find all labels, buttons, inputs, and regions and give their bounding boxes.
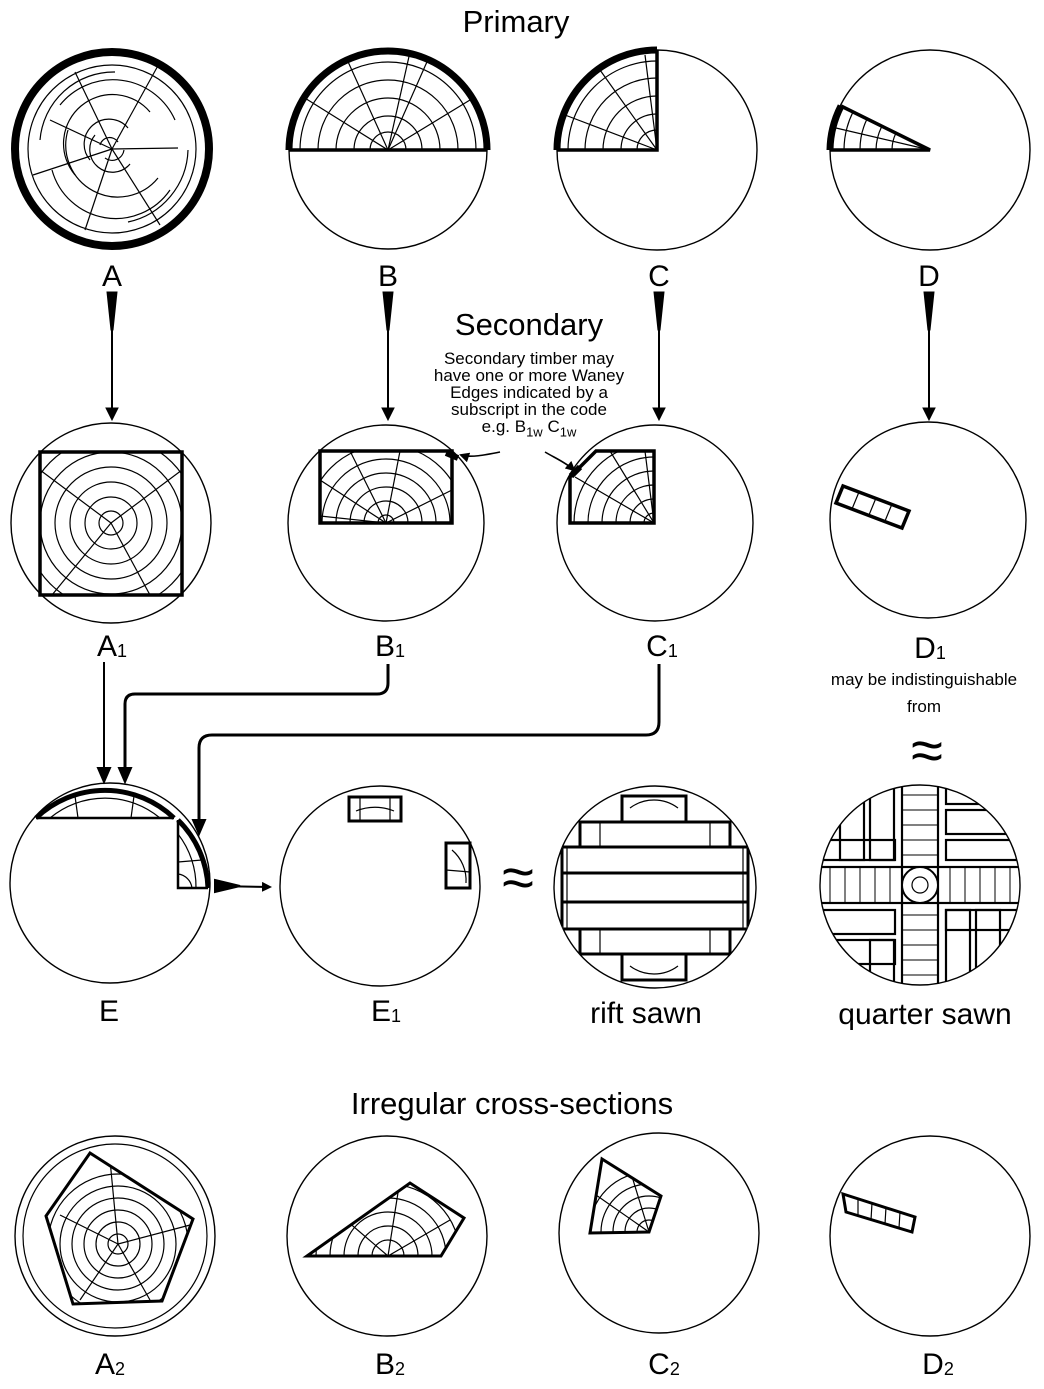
label-B1-letter: B xyxy=(374,630,395,663)
label-C2-letter: C xyxy=(648,1348,670,1381)
heading-irregular: Irregular cross-sections xyxy=(350,1086,674,1121)
note-line-2: have one or more Waney xyxy=(433,366,625,385)
label-A: A xyxy=(101,260,123,293)
label-A1: A1 xyxy=(97,632,127,662)
heading-primary: Primary xyxy=(462,4,570,39)
tertiary-log-E1 xyxy=(279,785,481,987)
label-B1: B1 xyxy=(375,632,405,662)
label-B2: B2 xyxy=(375,1350,405,1380)
primary-log-C xyxy=(553,46,758,251)
irregular-log-A2 xyxy=(14,1135,216,1337)
label-D: D xyxy=(918,260,940,293)
tertiary-log-E xyxy=(9,782,211,984)
irregular-log-C2 xyxy=(558,1132,760,1334)
label-C2-sub: 2 xyxy=(669,1359,680,1379)
label-C1-sub: 1 xyxy=(667,641,678,661)
label-B2-sub: 2 xyxy=(395,1359,406,1379)
quarter-sawn-diagram xyxy=(819,784,1021,986)
label-E1-letter: E xyxy=(370,995,391,1028)
label-B1-sub: 1 xyxy=(395,641,406,661)
label-D1-letter: D xyxy=(914,632,936,665)
note-eg: e.g. xyxy=(481,417,510,436)
label-D1-sub: 1 xyxy=(935,643,946,663)
note-example: e.g. B1w C1w xyxy=(434,418,624,440)
arrows-secondary-to-tertiary xyxy=(96,662,661,894)
secondary-log-A1 xyxy=(10,422,212,624)
irregular-log-B2 xyxy=(286,1135,488,1337)
label-A1-letter: A xyxy=(96,630,117,663)
label-E: E xyxy=(98,995,120,1028)
label-D1: D1 xyxy=(914,634,946,664)
label-A1-sub: 1 xyxy=(117,641,128,661)
label-C1: C1 xyxy=(646,632,678,662)
label-quarter-sawn: quarter sawn xyxy=(838,998,1012,1031)
primary-log-A xyxy=(11,48,213,250)
note-code-c-sub: 1w xyxy=(559,424,577,440)
label-E1-sub: 1 xyxy=(391,1006,402,1026)
irregular-log-D2 xyxy=(829,1135,1031,1337)
label-C: C xyxy=(648,260,670,293)
note-line-3: Edges indicated by a xyxy=(450,383,608,402)
label-D2-letter: D xyxy=(922,1348,944,1381)
label-A2-sub: 2 xyxy=(115,1359,126,1379)
label-C2: C2 xyxy=(648,1350,680,1380)
waney-edge-note: Secondary timber may have one or more Wa… xyxy=(434,350,624,440)
primary-log-B xyxy=(285,47,491,250)
note-code-b-sub: 1w xyxy=(526,424,543,440)
note-code-c: C xyxy=(547,417,560,436)
label-rift-sawn: rift sawn xyxy=(590,997,702,1030)
label-D2-sub: 2 xyxy=(943,1359,954,1379)
heading-secondary: Secondary xyxy=(454,307,604,342)
label-E1: E1 xyxy=(371,997,401,1027)
rift-sawn-diagram xyxy=(553,785,757,989)
d1-note-line-1: may be indistinguishable xyxy=(830,670,1018,689)
note-code-b: B xyxy=(514,417,527,436)
label-B: B xyxy=(377,260,399,293)
note-line-1: Secondary timber may xyxy=(443,349,615,368)
primary-log-D xyxy=(826,49,1031,251)
secondary-log-C1 xyxy=(556,424,754,622)
note-line-4: subscript in the code xyxy=(451,400,607,419)
secondary-log-B1 xyxy=(287,424,485,622)
label-C1-letter: C xyxy=(646,630,668,663)
d1-note-line-2: from xyxy=(907,697,941,716)
arrows-primary-to-secondary xyxy=(105,291,936,422)
label-A2-letter: A xyxy=(94,1348,115,1381)
label-B2-letter: B xyxy=(374,1348,395,1381)
waney-edge-callout-arrows xyxy=(459,451,576,472)
approx-symbol-rift: ≈ xyxy=(502,845,534,910)
secondary-log-D1 xyxy=(829,421,1027,619)
label-D2: D2 xyxy=(922,1350,954,1380)
approx-symbol-quarter: ≈ xyxy=(911,718,943,783)
label-A2: A2 xyxy=(95,1350,125,1380)
